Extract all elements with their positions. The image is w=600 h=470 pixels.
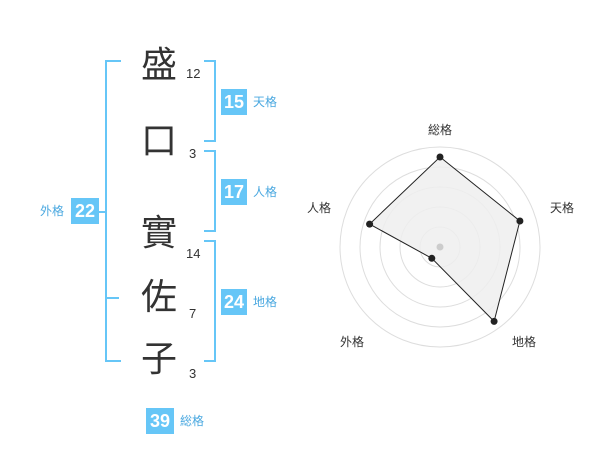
axis-label-jinkaku: 人格 bbox=[307, 200, 331, 215]
jinkaku-score: 17 bbox=[221, 179, 247, 205]
radar-center-dot bbox=[436, 243, 444, 251]
radar-point-1 bbox=[436, 153, 444, 161]
stroke-count-5: 3 bbox=[189, 366, 197, 381]
radar-point-2 bbox=[516, 217, 524, 225]
tenkaku-score: 15 bbox=[221, 89, 247, 115]
axis-label-soukaku: 総格 bbox=[428, 122, 452, 137]
axis-label-gaikaku: 外格 bbox=[340, 334, 364, 349]
gaikaku-score: 22 bbox=[71, 198, 99, 224]
tenkaku-bracket bbox=[204, 60, 216, 142]
gaikaku-bracket bbox=[105, 60, 121, 362]
radar-point-5 bbox=[366, 220, 374, 228]
chikaku-label: 地格 bbox=[253, 295, 278, 309]
jinkaku-bracket bbox=[204, 150, 216, 232]
radar-point-4 bbox=[428, 254, 436, 262]
chikaku-score: 24 bbox=[221, 289, 247, 315]
radar-points bbox=[366, 153, 524, 325]
soukaku-score: 39 bbox=[146, 408, 174, 434]
stroke-count-1: 12 bbox=[186, 66, 201, 81]
stroke-count-4: 7 bbox=[189, 306, 197, 321]
jinkaku-label: 人格 bbox=[253, 185, 278, 199]
radar-point-3 bbox=[490, 317, 498, 325]
name-char-2: 口 bbox=[140, 121, 177, 162]
soukaku-label: 総格 bbox=[180, 414, 205, 428]
radar-ring bbox=[339, 146, 541, 348]
name-char-4: 佐 bbox=[140, 277, 177, 318]
gaikaku-label: 外格 bbox=[40, 204, 65, 218]
axis-label-tenkaku: 天格 bbox=[550, 200, 574, 215]
radar-chart: 総格 天格 地格 外格 人格 bbox=[307, 122, 574, 349]
gaikaku-bracket-tick bbox=[105, 297, 119, 299]
chikaku-bracket bbox=[204, 240, 216, 362]
name-char-5: 子 bbox=[140, 339, 177, 380]
gaikaku-bracket-connector bbox=[97, 211, 105, 213]
name-char-1: 盛 bbox=[140, 45, 177, 86]
name-char-3: 實 bbox=[140, 213, 177, 254]
stroke-count-2: 3 bbox=[189, 146, 197, 161]
stroke-count-3: 14 bbox=[186, 246, 201, 261]
axis-label-chikaku: 地格 bbox=[512, 334, 536, 349]
tenkaku-label: 天格 bbox=[253, 95, 278, 109]
radar-area bbox=[368, 156, 521, 323]
